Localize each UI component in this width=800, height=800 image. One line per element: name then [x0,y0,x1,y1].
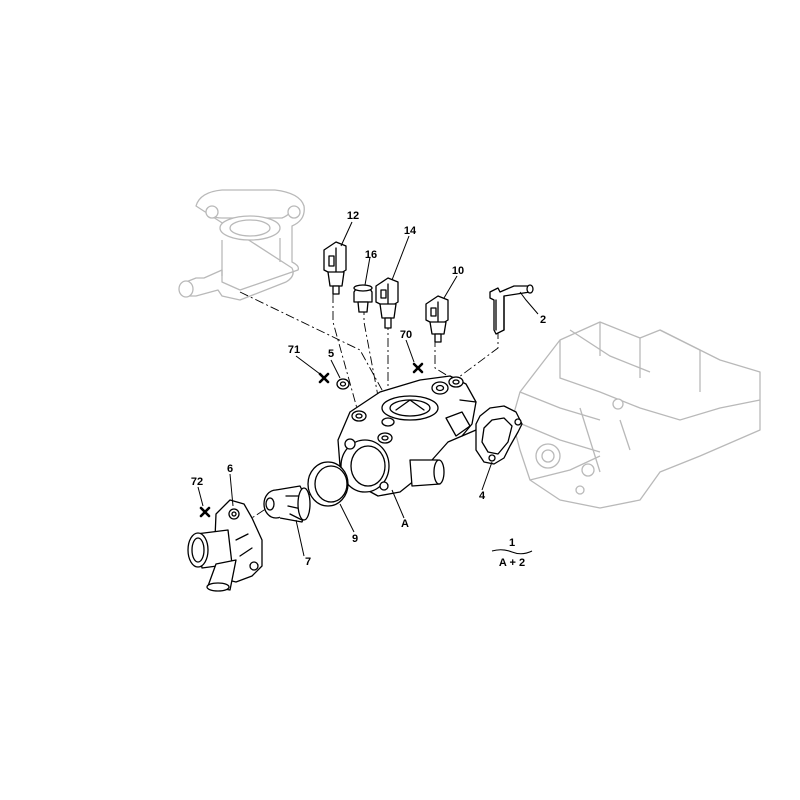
assembly-note: 1 A + 2 [491,537,533,569]
cross-marker-icon [412,362,424,374]
ghost-pump-housing [178,189,305,301]
cross-marker-icon [318,372,330,384]
part-10-sensor [425,295,449,343]
assembly-formula: A + 2 [499,557,525,569]
part-9-oring [307,461,349,507]
callout-7: 7 [305,556,311,568]
part-2-pipe [489,284,534,335]
callout-12: 12 [347,210,359,222]
part-14-sensor [375,277,399,329]
callout-4: 4 [479,490,486,502]
part-7-thermostat [263,485,311,523]
ghost-manifold [511,321,761,509]
callout-70: 70 [400,329,412,341]
callout-72: 72 [191,476,203,488]
leader-lines [197,221,539,557]
cross-marker-icon [199,506,211,518]
part-16-plug [353,284,373,313]
part-12-sensor [323,241,347,295]
callout-2: 2 [540,314,546,326]
callout-labels: 12 16 14 10 2 70 71 5 72 6 7 9 A 4 [191,210,546,568]
part-5-washer [336,378,350,390]
part-6-cover [187,499,263,592]
part-A-housing [337,375,477,497]
callout-10: 10 [452,265,464,277]
part-4-gasket [475,405,523,465]
callout-71: 71 [288,344,300,356]
cross-markers [199,362,424,518]
callout-A: A [401,518,409,530]
callout-5: 5 [328,348,334,360]
callout-9: 9 [352,533,358,545]
callout-14: 14 [404,225,417,237]
assembly-number: 1 [509,537,515,549]
callout-16: 16 [365,249,377,261]
callout-6: 6 [227,463,233,475]
